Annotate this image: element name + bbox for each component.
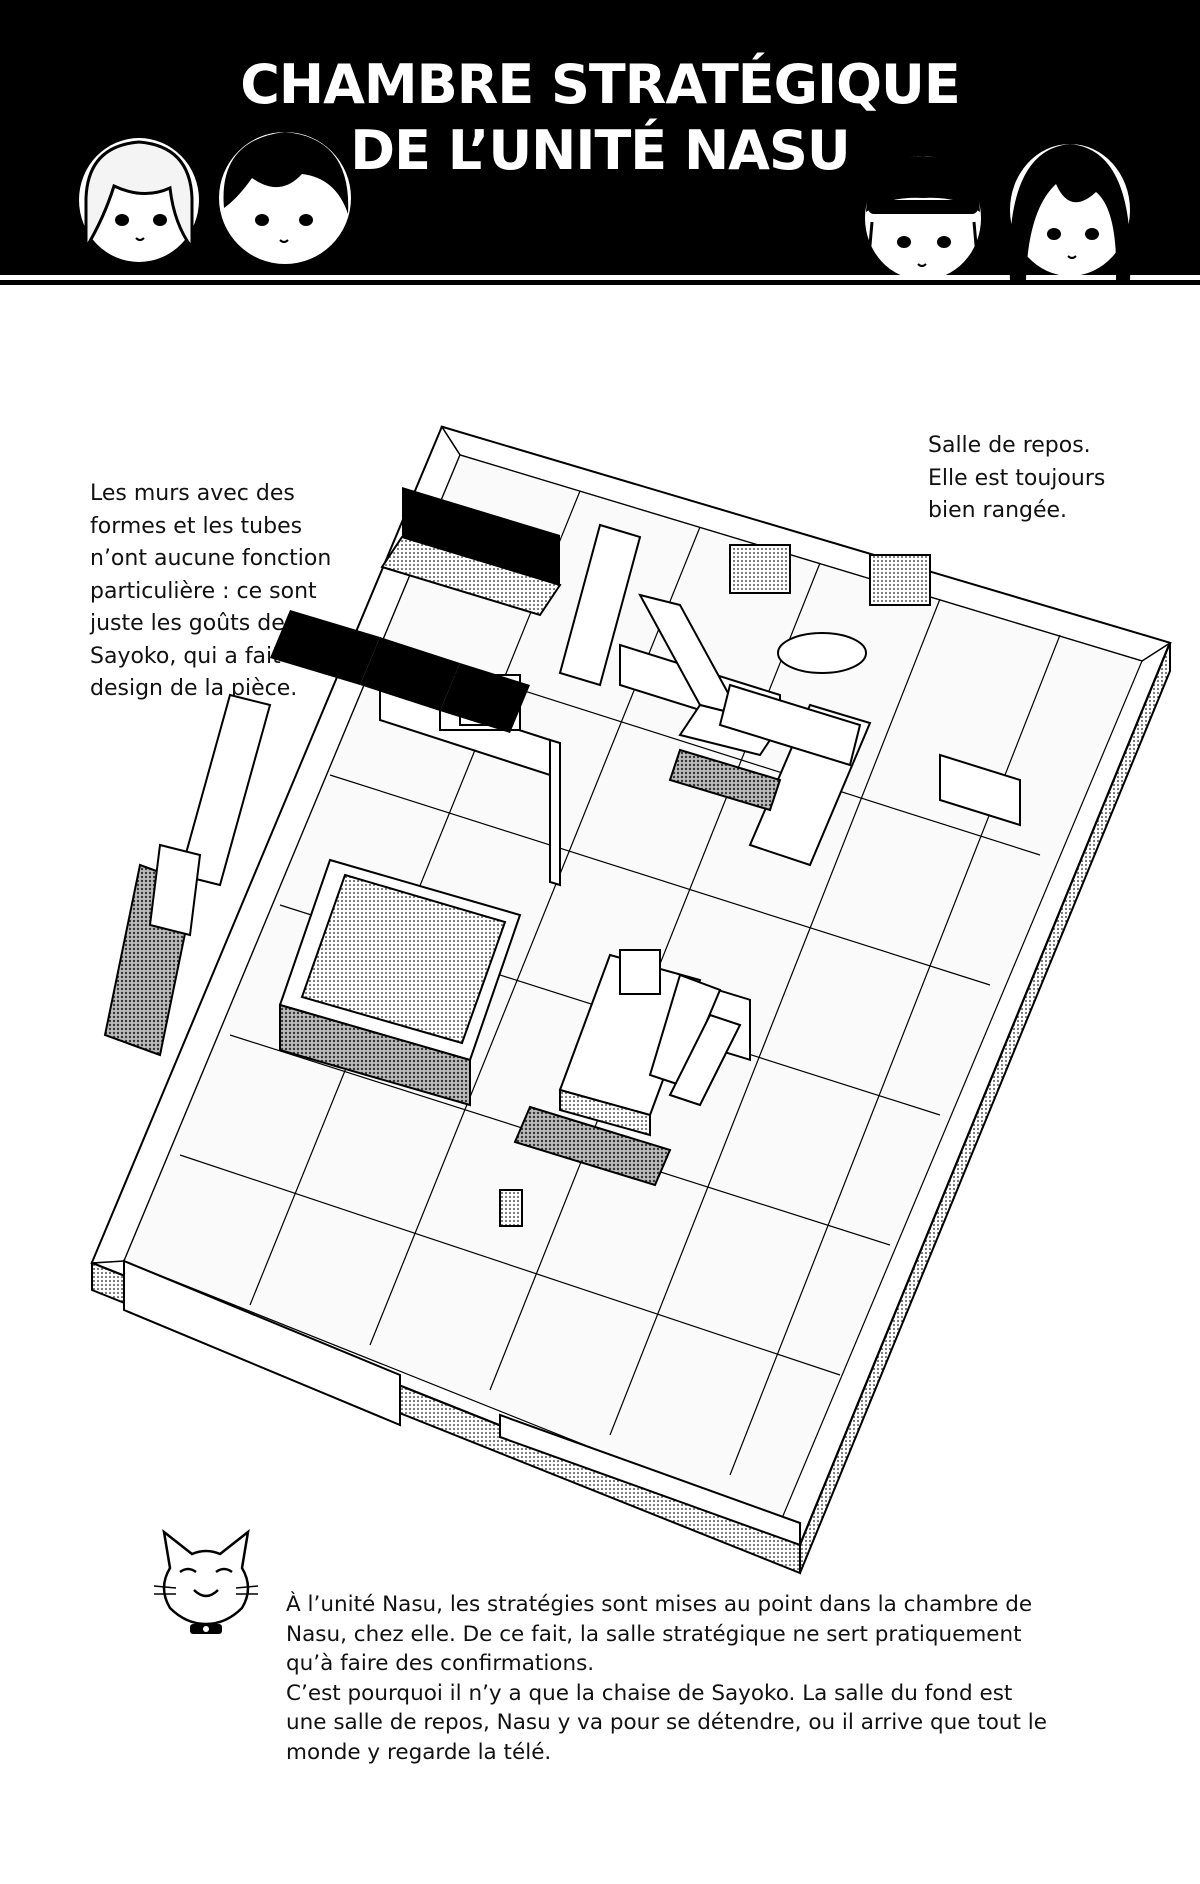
caption-rest-room-line: Elle est toujours — [928, 465, 1106, 491]
bottom-note: À l’unité Nasu, les stratégies sont mise… — [286, 1590, 1047, 1767]
character-face-2 — [219, 119, 351, 264]
caption-rest-room: Salle de repos. Elle est toujours bien r… — [928, 430, 1105, 528]
caption-walls-line: n’ont aucune fonction — [90, 546, 332, 571]
caption-walls-line: Les murs avec des — [90, 481, 295, 506]
bottom-note-line: À l’unité Nasu, les stratégies sont mise… — [286, 1592, 1033, 1617]
caption-rest-room-line: Salle de repos. — [928, 433, 1091, 458]
bottom-note-line: qu’à faire des confirmations. — [286, 1651, 595, 1676]
mascot-cat-icon — [153, 1529, 259, 1634]
computer-desk — [558, 949, 742, 1137]
character-face-1 — [79, 138, 199, 262]
header-rule-thin — [0, 280, 1200, 285]
caption-walls-line: design de la pièce. — [90, 676, 298, 701]
floor-plan-illustration — [90, 425, 1172, 1575]
caption-rest-room-line: bien rangée. — [928, 498, 1068, 523]
black-bench-set — [270, 487, 562, 733]
header-banner — [0, 0, 1200, 275]
front-sofa — [513, 1105, 672, 1187]
page-title: CHAMBRE STRATÉGIQUE DE L’UNITÉ NASU — [0, 52, 1200, 184]
bottom-note-line: C’est pourquoi il n’y a que la chaise de… — [286, 1680, 1013, 1706]
front-walls — [123, 1189, 801, 1547]
strategy-table — [278, 858, 522, 1107]
character-face-3 — [865, 156, 981, 280]
page-title-line-1: CHAMBRE STRATÉGIQUE — [240, 53, 960, 116]
bottom-note-line: une salle de repos, Nasu y va pour se dé… — [286, 1710, 1047, 1735]
character-face-4 — [1009, 144, 1131, 280]
page-title-line-2: DE L’UNITÉ NASU — [350, 119, 850, 182]
left-wall-shelf — [103, 843, 202, 1057]
bottom-note-line: Nasu, chez elle. De ce fait, la salle st… — [286, 1621, 1022, 1647]
caption-walls-line: formes et les tubes — [90, 513, 303, 539]
caption-walls-line: juste les goûts de — [90, 611, 285, 636]
rest-room-furniture — [638, 544, 931, 812]
caption-walls-line: particulière : ce sont — [90, 578, 317, 604]
caption-walls: Les murs avec des formes et les tubes n’… — [90, 478, 331, 706]
bottom-note-line: monde y regarde la télé. — [286, 1739, 552, 1765]
